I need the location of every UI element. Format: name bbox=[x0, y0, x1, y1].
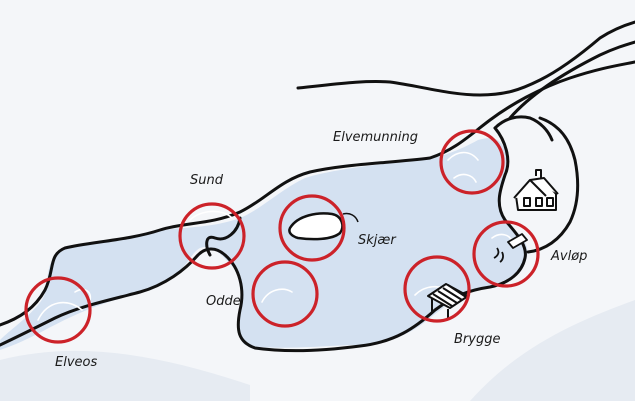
snow-shadow-bottom-right bbox=[470, 300, 635, 401]
house-icon bbox=[513, 169, 559, 211]
drain-channel bbox=[526, 116, 580, 254]
shoreline-north bbox=[0, 60, 635, 327]
house-windows bbox=[523, 197, 554, 207]
marker-ring-odde[interactable] bbox=[251, 260, 319, 328]
ice-swirls bbox=[37, 151, 513, 321]
shoreline bbox=[0, 20, 635, 353]
rock-icon bbox=[288, 212, 344, 241]
river-mouth-loop bbox=[493, 115, 554, 142]
snow-shadows bbox=[0, 300, 635, 401]
marker-ring-elveos[interactable] bbox=[24, 276, 92, 344]
swirl-elvemunning-2 bbox=[453, 173, 477, 183]
river-tributary bbox=[296, 20, 635, 97]
label-skjaer: Skjær bbox=[358, 233, 397, 248]
lake-water bbox=[0, 138, 528, 350]
marker-ring-avlop[interactable] bbox=[472, 220, 540, 288]
label-elvemunning: Elvemunning bbox=[333, 130, 418, 145]
house-chimney bbox=[535, 169, 542, 178]
house-roof bbox=[513, 177, 559, 199]
dock-planks bbox=[432, 284, 467, 307]
drain-water bbox=[493, 247, 504, 263]
label-elveos: Elveos bbox=[55, 355, 97, 370]
marker-ring-brygge[interactable] bbox=[403, 255, 471, 323]
swirl-elveos-2 bbox=[74, 288, 92, 301]
drain-pipe-icon bbox=[493, 233, 528, 263]
label-avlop: Avløp bbox=[550, 249, 587, 264]
marker-ring-elvemunning[interactable] bbox=[439, 129, 505, 195]
snow-shadow-bottom-left bbox=[0, 350, 250, 401]
rock-ripple bbox=[342, 212, 359, 223]
label-odde: Odde bbox=[206, 294, 241, 309]
marker-rings bbox=[24, 129, 540, 344]
swirl-sund bbox=[189, 210, 233, 221]
marker-ring-skjaer[interactable] bbox=[278, 194, 346, 262]
label-brygge: Brygge bbox=[454, 332, 500, 347]
river-outer bbox=[508, 40, 635, 120]
snow-shadow-corner bbox=[520, 370, 635, 401]
swirl-elvemunning bbox=[447, 151, 479, 161]
dock-posts bbox=[431, 298, 449, 318]
drain-pipe bbox=[507, 233, 528, 249]
shoreline-south bbox=[0, 126, 527, 353]
marker-ring-sund[interactable] bbox=[178, 202, 246, 270]
label-sund: Sund bbox=[190, 173, 224, 188]
swirl-odde bbox=[261, 288, 293, 303]
swirl-elveos bbox=[37, 301, 83, 321]
strait-line bbox=[205, 216, 242, 257]
